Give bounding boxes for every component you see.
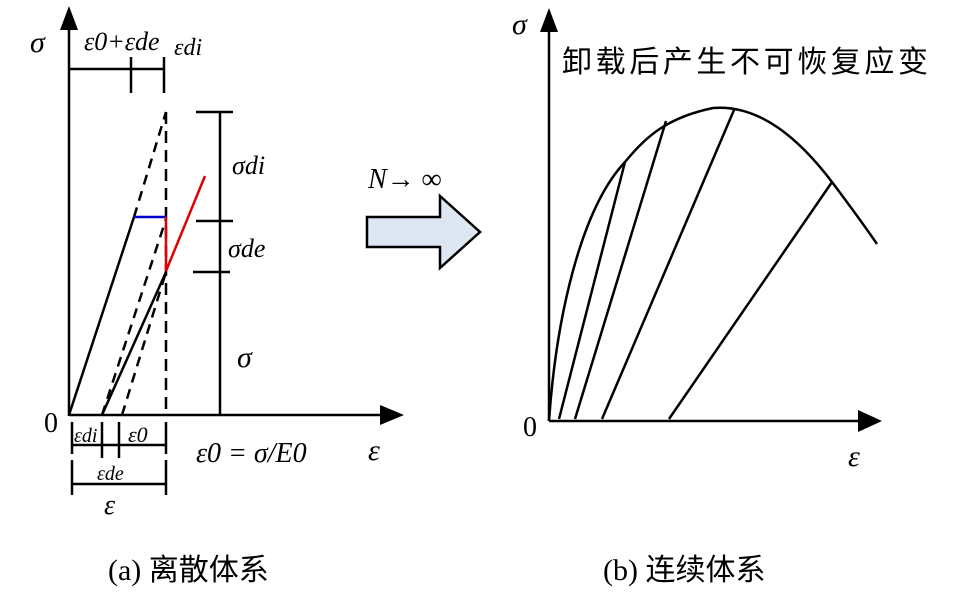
- x-axis-arrow: [380, 405, 404, 425]
- dashed-unload-1: [100, 218, 168, 416]
- eps-total-label: ε: [104, 490, 115, 521]
- eps-di-label: εdi: [74, 425, 97, 447]
- equation: ε0 = σ/E0: [196, 438, 307, 469]
- y-axis-label: σ: [512, 8, 528, 41]
- origin-label: 0: [44, 408, 58, 439]
- block-arrow-icon: [365, 193, 482, 271]
- unload-line-2: [573, 120, 668, 420]
- reloading-line: [100, 271, 168, 416]
- origin-label: 0: [523, 412, 537, 443]
- reload-path: [164, 175, 207, 272]
- y-axis-label: σ: [30, 26, 46, 59]
- sigma-di-label: σdi: [232, 151, 265, 180]
- panel-a-labels: σ ε 0 ε0+εde εdi σdi σde σ εdi εde ε0 ε …: [30, 26, 380, 587]
- panel-b: [540, 8, 882, 432]
- x-axis-arrow: [858, 410, 882, 432]
- stress-strain-curve: [547, 106, 879, 422]
- eps-0-label: ε0: [128, 422, 148, 447]
- x-axis-label: ε: [848, 440, 860, 473]
- panel-a: [60, 6, 404, 495]
- unload-line-1: [557, 161, 627, 420]
- panel-b-labels: σ ε 0 卸载后产生不可恢复应变 (b) 连续体系: [512, 8, 928, 587]
- loading-extension-dashed: [132, 111, 168, 218]
- sigma-label: σ: [237, 341, 253, 374]
- unload-line-3: [600, 109, 736, 420]
- n-infinity-label: N→ ∞: [367, 164, 442, 195]
- annotation: 卸载后产生不可恢复应变: [562, 45, 928, 80]
- unload-line-4: [667, 181, 834, 420]
- x-axis-label: ε: [368, 434, 380, 467]
- y-axis-arrow: [540, 8, 558, 32]
- caption-a: (a) 离散体系: [108, 554, 269, 587]
- eps-de-label: εde: [97, 463, 124, 485]
- top-bracket-left-label: ε0+εde: [84, 27, 160, 56]
- top-bracket-right-label: εdi: [174, 35, 202, 61]
- dashed-unload-2: [120, 271, 168, 416]
- loading-line: [67, 216, 136, 416]
- y-axis-arrow: [60, 6, 78, 30]
- transition: N→ ∞: [365, 164, 482, 271]
- sigma-de-label: σde: [228, 234, 265, 263]
- caption-b: (b) 连续体系: [603, 554, 765, 587]
